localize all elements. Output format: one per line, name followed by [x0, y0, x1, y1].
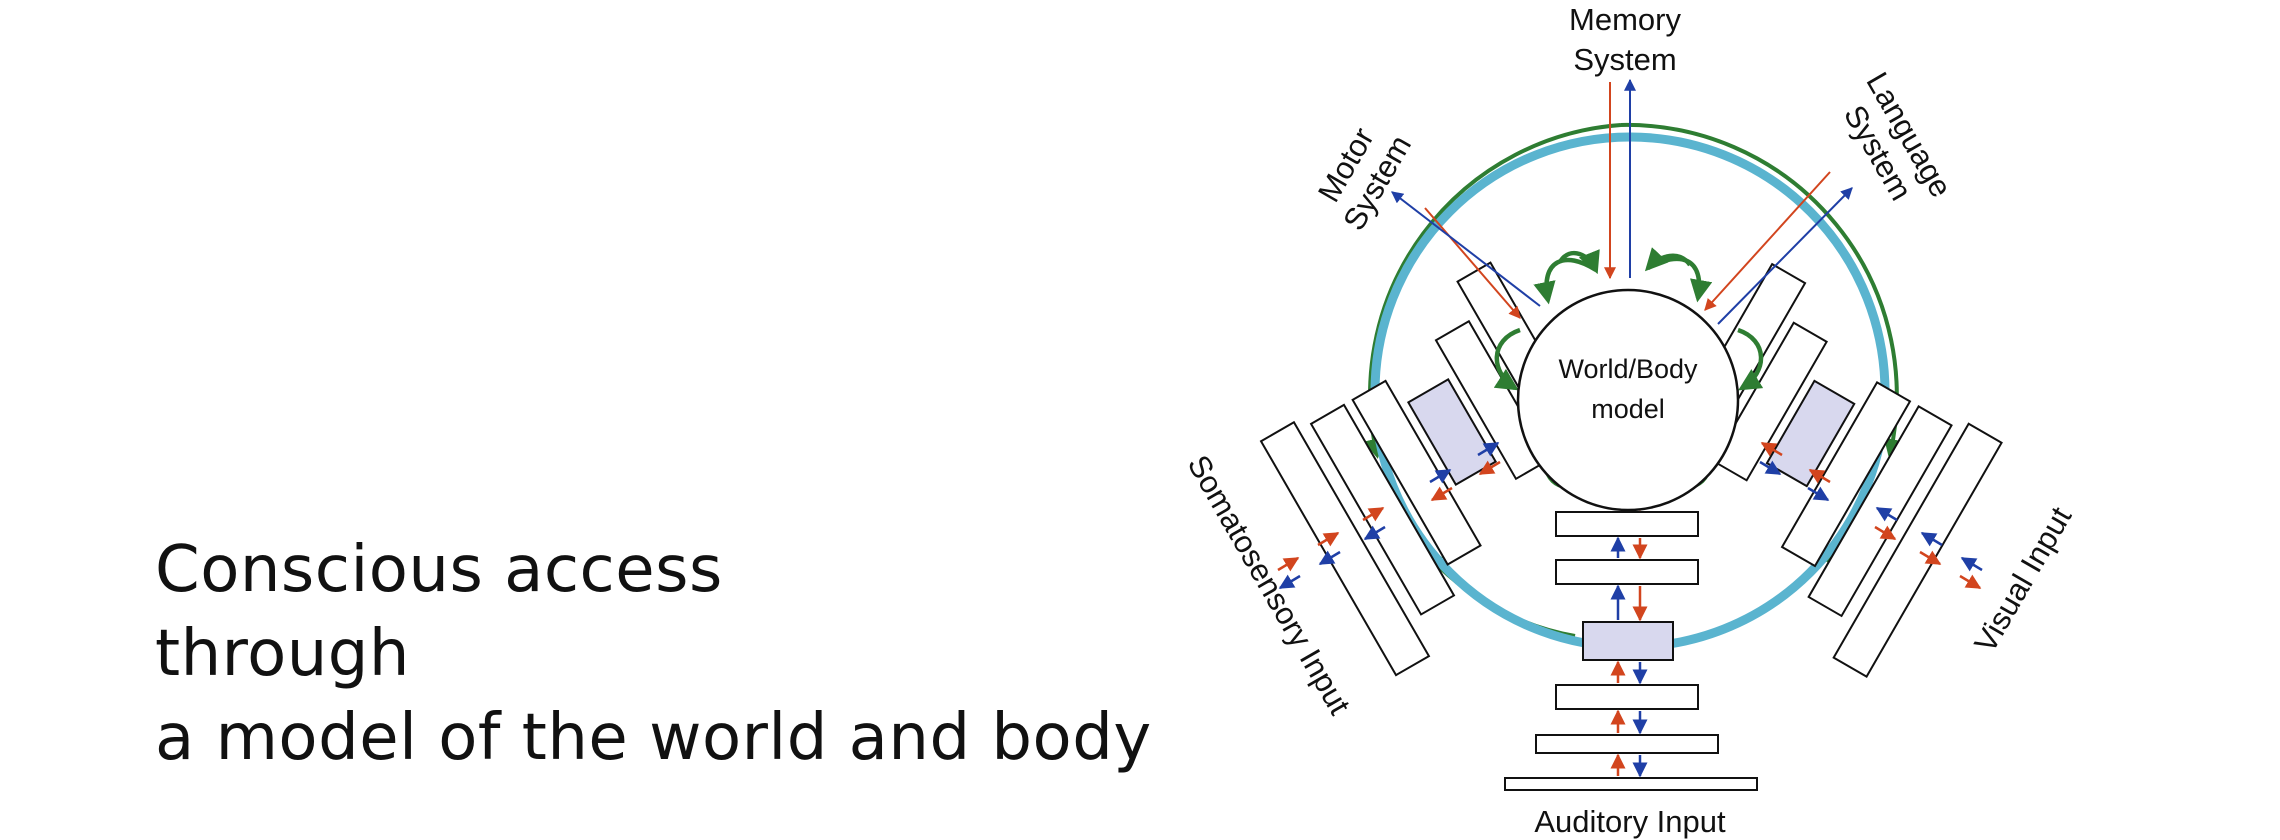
world-body-label-line2: model — [1591, 394, 1665, 424]
audio-hub — [1582, 621, 1674, 661]
auditory-stack — [1504, 511, 1758, 791]
visual-layer-3 — [1780, 381, 1912, 568]
slide-title: Conscious access through a model of the … — [155, 528, 1152, 780]
visual-layer-4 — [1712, 321, 1828, 482]
motor-descending — [1424, 207, 1521, 319]
somato-layer-3 — [1351, 379, 1482, 566]
svg-text:System: System — [1573, 42, 1676, 77]
somato-hub — [1406, 378, 1498, 487]
audio-layer-2 — [1535, 734, 1719, 754]
somato-layer-4 — [1434, 319, 1551, 481]
audio-layer-3 — [1555, 684, 1699, 710]
audio-layer-4 — [1555, 559, 1699, 585]
motor-ascending — [1391, 191, 1541, 307]
language-descending — [1704, 171, 1831, 311]
auditory-input-label: Auditory Input — [1534, 804, 1726, 839]
audio-layer-1 — [1504, 777, 1758, 791]
language-system-label: Language System — [1837, 66, 1959, 206]
visual-hub — [1765, 379, 1856, 488]
memory-system-label: Memory System — [1569, 2, 1681, 77]
world-body-label-line1: World/Body — [1558, 354, 1698, 384]
audio-layer-5 — [1555, 511, 1699, 537]
outer-ring-arc-left — [1363, 123, 1622, 459]
motor-system-label: Motor System — [1311, 122, 1418, 237]
title-line-2: through — [155, 617, 410, 691]
svg-text:Memory: Memory — [1569, 2, 1681, 37]
language-ascending — [1717, 187, 1853, 325]
outer-ring-arc-right — [1620, 122, 1904, 459]
auditory-arrows — [1610, 480, 1648, 778]
world-body-circle — [1516, 288, 1740, 512]
world-body-model: World/Body model — [1516, 288, 1740, 512]
system-connections — [1391, 78, 1853, 325]
title-line-3: a model of the world and body — [155, 701, 1152, 775]
title-line-1: Conscious access — [155, 533, 723, 607]
visual-input-label: Visual Input — [1967, 501, 2078, 659]
